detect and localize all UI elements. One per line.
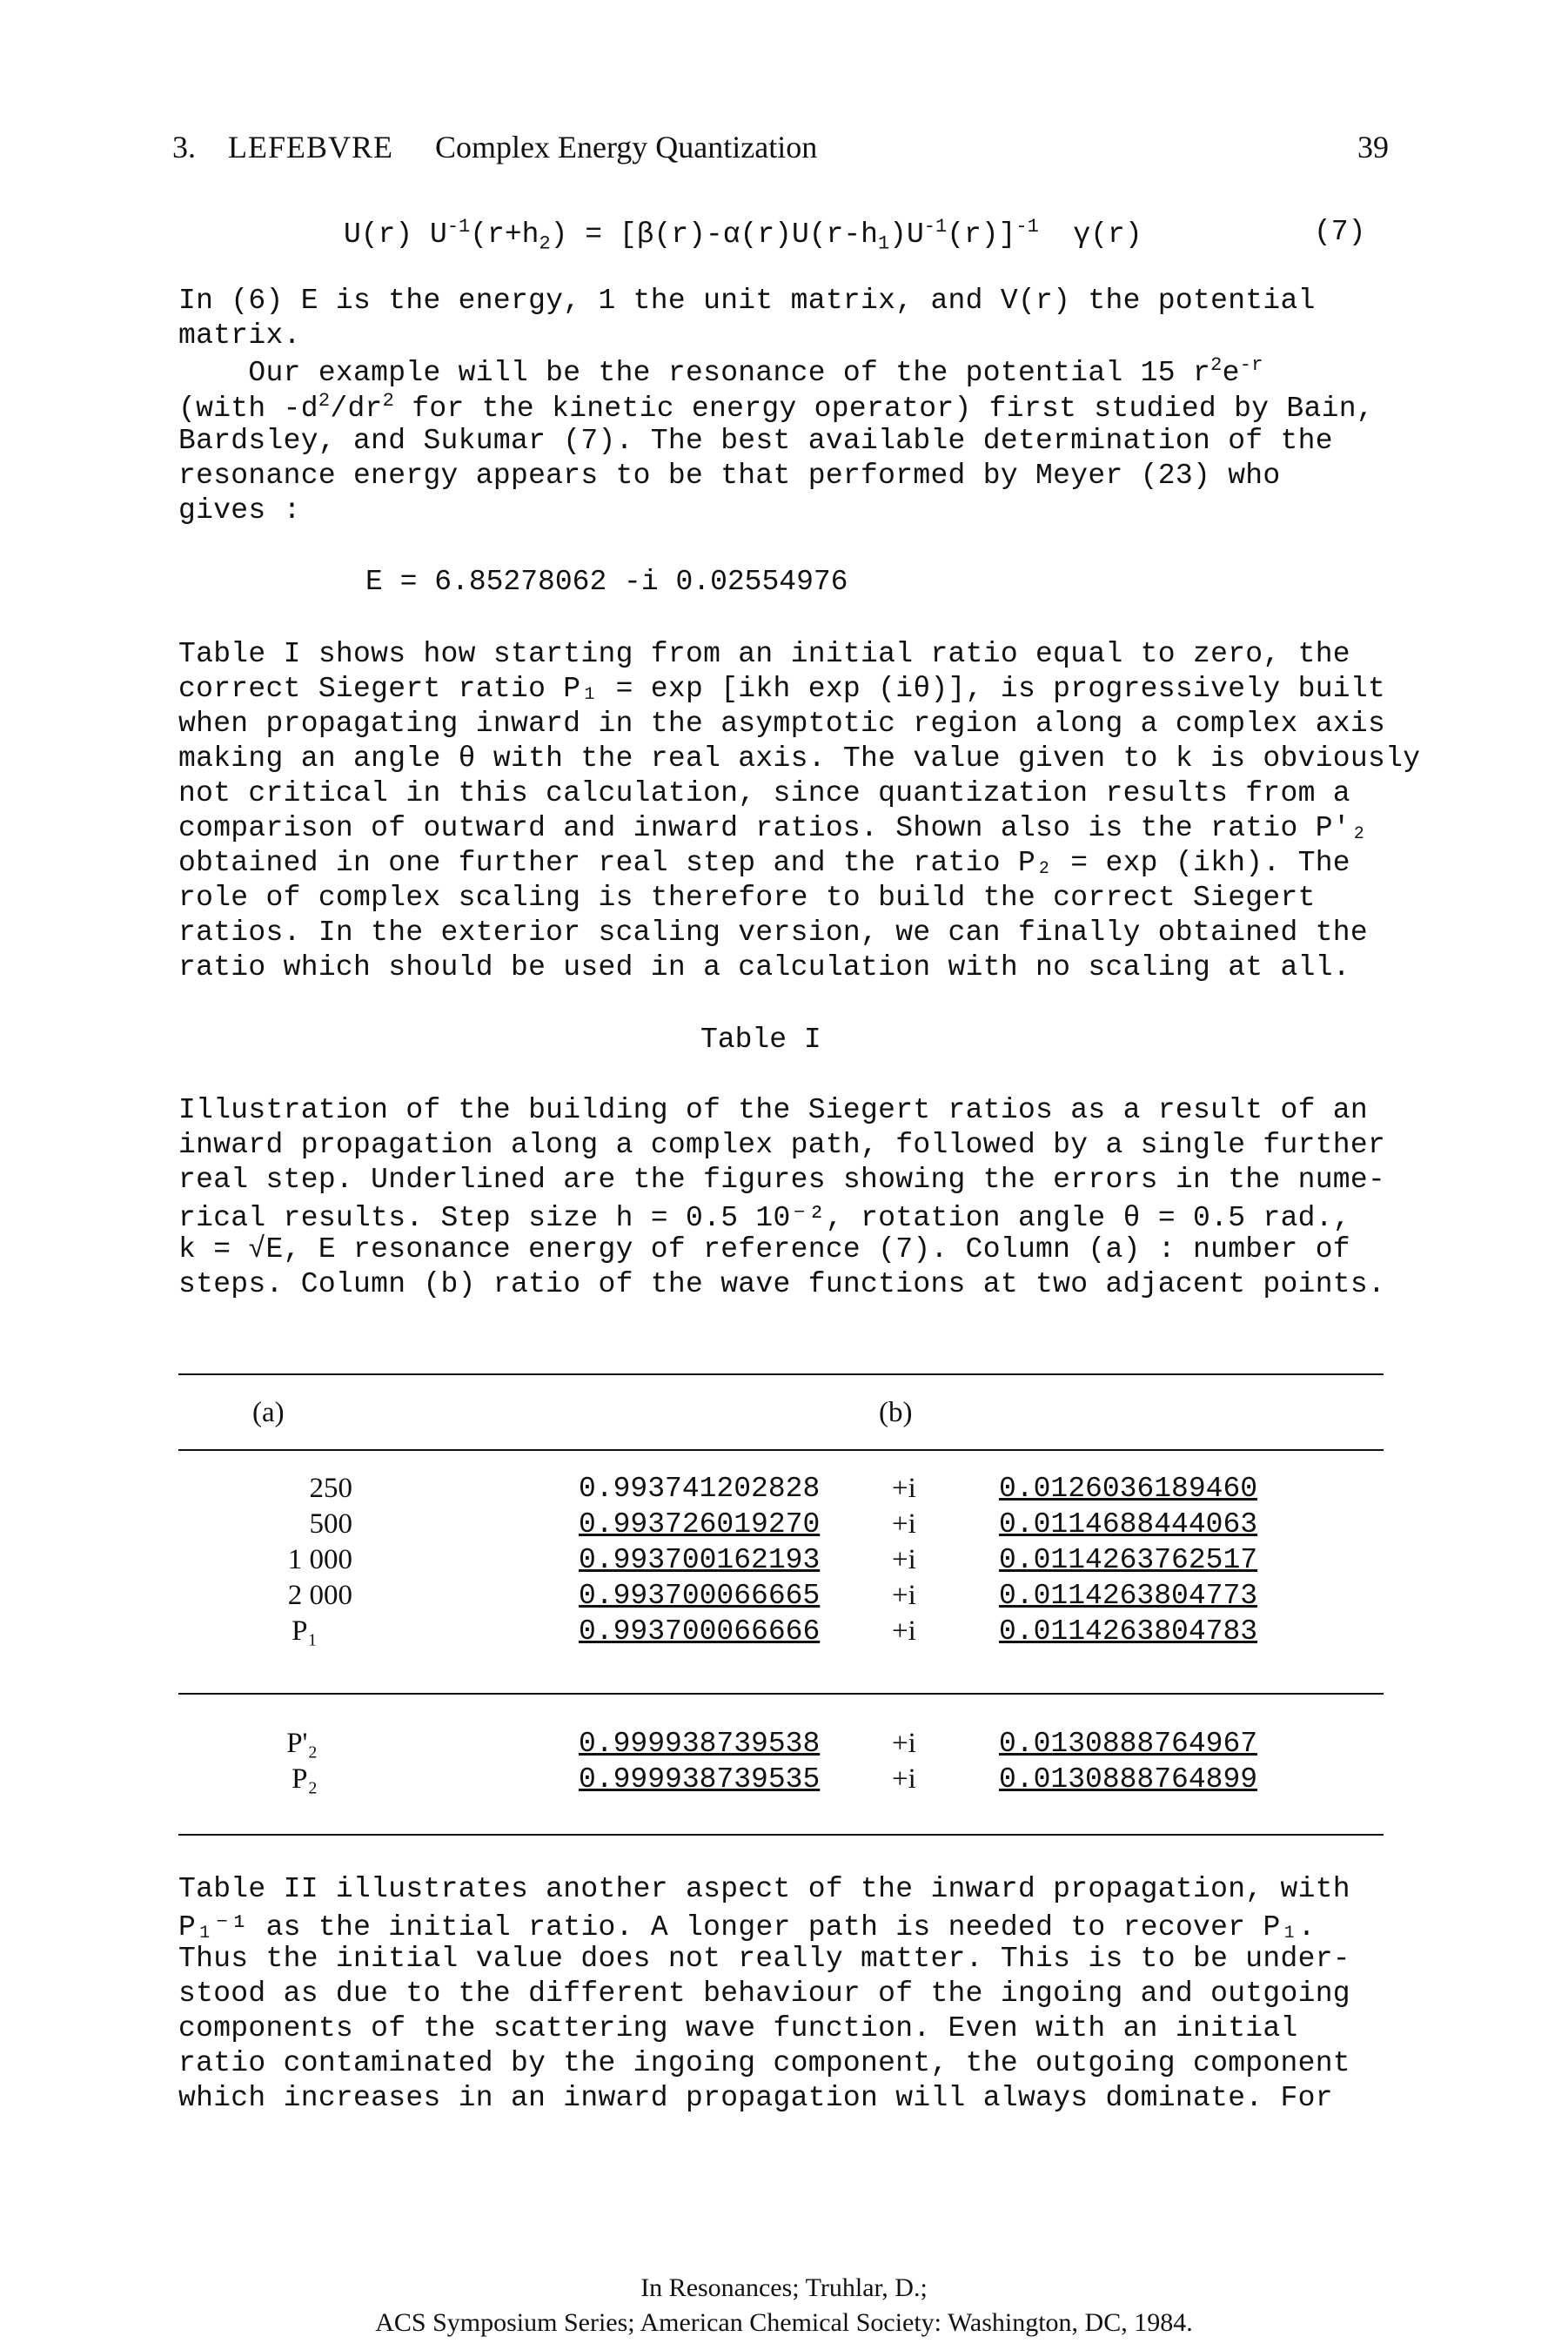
table-cell-imag: 0.0114263762517 — [999, 1544, 1258, 1576]
equation-7: U(r) U-1(r+h2) = [β(r)-α(r)U(r-h1)U-1(r)… — [344, 216, 1142, 255]
table-header-rule — [178, 1449, 1384, 1451]
text-line: obtained in one further real step and th… — [178, 847, 1350, 879]
table-cell-imag: 0.0130888764899 — [999, 1763, 1258, 1796]
table-cell-steps: P'₂ — [286, 1728, 318, 1759]
text-line: ratio contaminated by the ingoing compon… — [178, 2047, 1350, 2079]
text-line: matrix. — [178, 319, 301, 352]
table-cell-steps: 1 000 — [287, 1544, 352, 1575]
table-cell-imag: 0.0126036189460 — [999, 1473, 1258, 1505]
table-cell-steps: P₂ — [291, 1763, 318, 1795]
text-line: comparison of outward and inward ratios.… — [178, 812, 1369, 844]
table-cell-op: +i — [892, 1473, 916, 1504]
table-header-a: (a) — [252, 1397, 285, 1428]
text-line: P₁⁻¹ as the initial ratio. A longer path… — [178, 1911, 1316, 1944]
text-line: Table II illustrates another aspect of t… — [178, 1873, 1350, 1905]
table-cell-op: +i — [892, 1544, 916, 1575]
table-cell-imag: 0.0114263804783 — [999, 1615, 1258, 1648]
table-cell-steps: 2 000 — [287, 1580, 352, 1611]
footer-series: ACS Symposium Series; American Chemical … — [375, 2308, 1193, 2337]
table-cell-steps: 250 — [309, 1473, 353, 1504]
table-cell-steps: P₁ — [291, 1615, 318, 1647]
table-cell-op: +i — [892, 1763, 916, 1795]
text-line: ratios. In the exterior scaling version,… — [178, 916, 1369, 949]
text-line: not critical in this calculation, since … — [178, 777, 1350, 809]
text-line: Thus the initial value does not really m… — [178, 1943, 1350, 1975]
text-line: resonance energy appears to be that perf… — [178, 460, 1281, 492]
text-line: Our example will be the resonance of the… — [178, 354, 1263, 389]
text-line: components of the scattering wave functi… — [178, 2012, 1298, 2044]
table-cell-real: 0.993700162193 — [579, 1544, 821, 1576]
table-bottom-rule — [178, 1834, 1384, 1836]
table-title: Table I — [700, 1024, 821, 1056]
text-line: when propagating inward in the asymptoti… — [178, 708, 1386, 740]
footer-citation: In Resonances; Truhlar, D.; — [640, 2273, 928, 2302]
table-cell-op: +i — [892, 1728, 916, 1759]
text-line: role of complex scaling is therefore to … — [178, 882, 1316, 914]
caption-line: real step. Underlined are the figures sh… — [178, 1164, 1386, 1196]
header-chapter: 3. — [172, 130, 196, 164]
table-cell-real: 0.999938739535 — [579, 1763, 821, 1796]
table-cell-op: +i — [892, 1508, 916, 1540]
table-cell-op: +i — [892, 1615, 916, 1647]
page-number: 39 — [1357, 130, 1389, 164]
text-line: ratio which should be used in a calculat… — [178, 951, 1350, 984]
header-author: LEFEBVRE — [228, 130, 394, 164]
table-top-rule — [178, 1373, 1384, 1375]
text-line: Table I shows how starting from an initi… — [178, 638, 1350, 670]
table-cell-real: 0.993726019270 — [579, 1508, 821, 1541]
header-title: Complex Energy Quantization — [435, 130, 818, 164]
equation-number: (7) — [1314, 216, 1366, 248]
caption-line: rical results. Step size h = 0.5 10⁻², r… — [178, 1202, 1350, 1234]
text-line: Bardsley, and Sukumar (7). The best avai… — [178, 425, 1333, 457]
table-cell-imag: 0.0114263804773 — [999, 1580, 1258, 1612]
text-line: In (6) E is the energy, 1 the unit matri… — [178, 285, 1316, 317]
text-line: stood as due to the different behaviour … — [178, 1977, 1350, 2010]
text-line: correct Siegert ratio P₁ = exp [ikh exp … — [178, 673, 1386, 705]
table-cell-imag: 0.0114688444063 — [999, 1508, 1258, 1541]
table-cell-real: 0.993700066666 — [579, 1615, 821, 1648]
text-line: gives : — [178, 494, 301, 527]
table-header-b: (b) — [879, 1397, 913, 1428]
table-cell-steps: 500 — [309, 1508, 353, 1540]
energy-equation: E = 6.85278062 -i 0.02554976 — [365, 566, 848, 598]
table-cell-real: 0.993741202828 — [579, 1473, 821, 1505]
table-cell-real: 0.993700066665 — [579, 1580, 821, 1612]
table-cell-real: 0.999938739538 — [579, 1728, 821, 1760]
text-line: making an angle θ with the real axis. Th… — [178, 742, 1421, 775]
text-line: which increases in an inward propagation… — [178, 2082, 1333, 2114]
table-mid-rule — [178, 1693, 1384, 1695]
caption-line: k = √E, E resonance energy of reference … — [178, 1233, 1350, 1266]
caption-line: Illustration of the building of the Sieg… — [178, 1094, 1369, 1126]
text-line: (with -d2/dr2 for the kinetic energy ope… — [178, 390, 1374, 425]
table-cell-op: +i — [892, 1580, 916, 1611]
table-cell-imag: 0.0130888764967 — [999, 1728, 1258, 1760]
caption-line: inward propagation along a complex path,… — [178, 1129, 1386, 1161]
caption-line: steps. Column (b) ratio of the wave func… — [178, 1268, 1386, 1300]
